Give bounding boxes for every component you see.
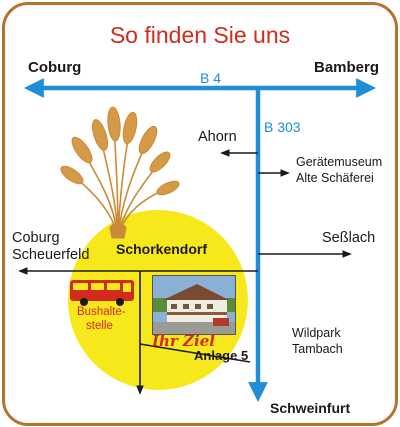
label-alte-schaeferei: Alte Schäferei: [296, 171, 374, 185]
page-title: So finden Sie uns: [109, 22, 291, 48]
label-schweinfurt: Schweinfurt: [270, 400, 351, 416]
label-bamberg: Bamberg: [314, 59, 380, 76]
bus-icon: [70, 280, 134, 306]
label-tambach: Tambach: [292, 342, 343, 356]
house-photo: [152, 275, 236, 335]
label-scheuerfeld: Scheuerfeld: [12, 247, 90, 263]
label-b4: B 4: [200, 70, 222, 86]
label-ihr-ziel: Ihr Ziel: [152, 332, 215, 350]
label-wildpark: Wildpark: [292, 326, 341, 340]
label-bushaltestelle-2: stelle: [86, 320, 113, 332]
label-coburg-west: Coburg: [28, 59, 82, 76]
label-geraetemuseum: Gerätemuseum: [296, 155, 383, 169]
label-coburg-south: Coburg: [12, 230, 60, 246]
label-anlage: Anlage 5: [194, 348, 249, 363]
label-bushaltestelle-1: Bushalte-: [77, 306, 126, 318]
label-b303: B 303: [264, 119, 301, 135]
label-ahorn: Ahorn: [198, 129, 237, 145]
wheat-icon: [60, 106, 180, 239]
label-schorkendorf: Schorkendorf: [116, 241, 208, 257]
road-anlage: [139, 343, 251, 363]
label-sesslach: Seßlach: [322, 230, 376, 246]
